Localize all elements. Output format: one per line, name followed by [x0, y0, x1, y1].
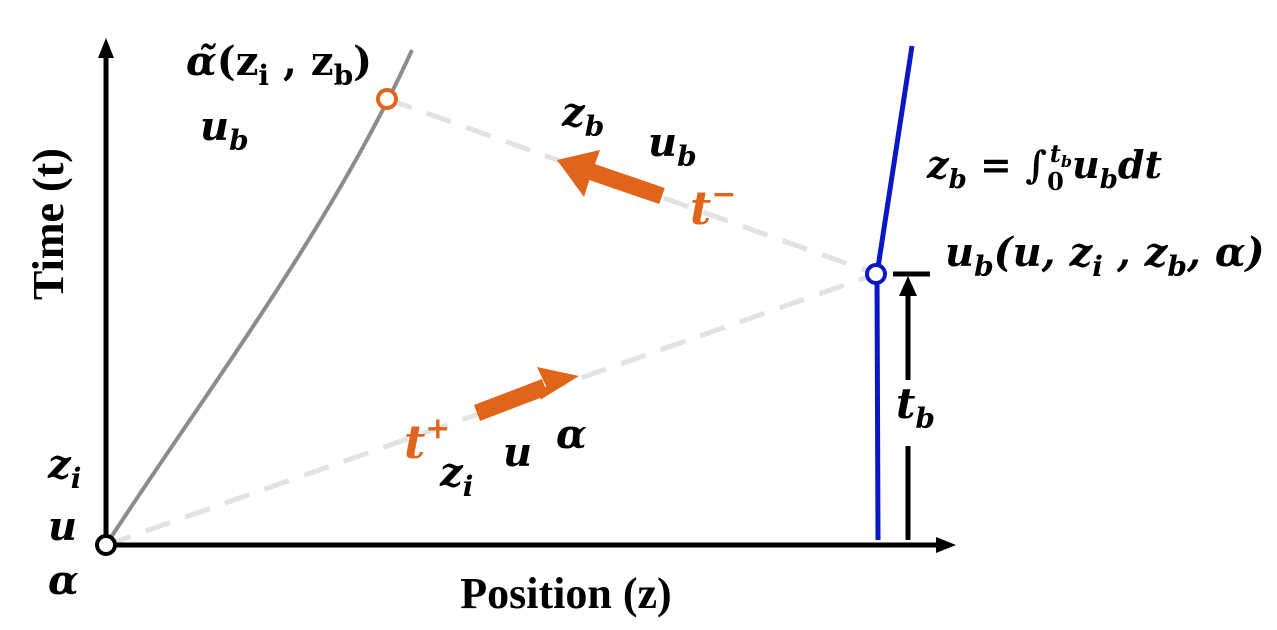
- upper-ub-label: ub: [648, 119, 697, 173]
- gray-trajectory-curve: [104, 49, 414, 547]
- ub-boundary-function-label: ub(u, zi , zb, α): [945, 229, 1265, 283]
- t-plus-label: t+: [404, 411, 450, 469]
- blue-boundary-lower: [874, 273, 881, 541]
- x-axis-arrowhead: [936, 537, 956, 553]
- upper-zb-label: zb: [561, 89, 604, 143]
- alpha-tilde-label: α̃(zi , zb): [186, 38, 372, 92]
- lower-alpha-label: α: [556, 411, 587, 458]
- tb-label: tb: [896, 379, 935, 435]
- gray-ub-label: ub: [200, 103, 249, 157]
- x-axis-title: Position (z): [460, 569, 671, 618]
- t-minus-label: t−: [690, 177, 736, 235]
- lower-u-label: u: [503, 429, 532, 476]
- lower-dashed-characteristic: [105, 271, 877, 548]
- upper-orange-arrow-head: [557, 150, 600, 197]
- tb-arrow-head: [899, 276, 917, 296]
- tb-label-gap: [890, 380, 930, 446]
- y-axis-arrowhead: [98, 38, 114, 58]
- y-axis-title: Time (t): [24, 148, 73, 300]
- lower-orange-arrow-head: [537, 367, 579, 400]
- lower-orange-arrow-shaft: [473, 379, 549, 421]
- orange-intersection-marker: [376, 88, 398, 110]
- blue-boundary-marker: [865, 263, 887, 285]
- origin-zi-label: zi: [47, 441, 81, 495]
- zb-integral-equation: zb = ∫0tbubdt: [926, 139, 1162, 196]
- upper-orange-arrow-shaft: [589, 163, 665, 205]
- origin-u-label: u: [48, 503, 77, 550]
- origin-marker: [95, 534, 117, 556]
- origin-alpha-label: α: [48, 557, 79, 604]
- blue-boundary-upper: [874, 45, 915, 275]
- lower-zi-label: zi: [439, 449, 473, 503]
